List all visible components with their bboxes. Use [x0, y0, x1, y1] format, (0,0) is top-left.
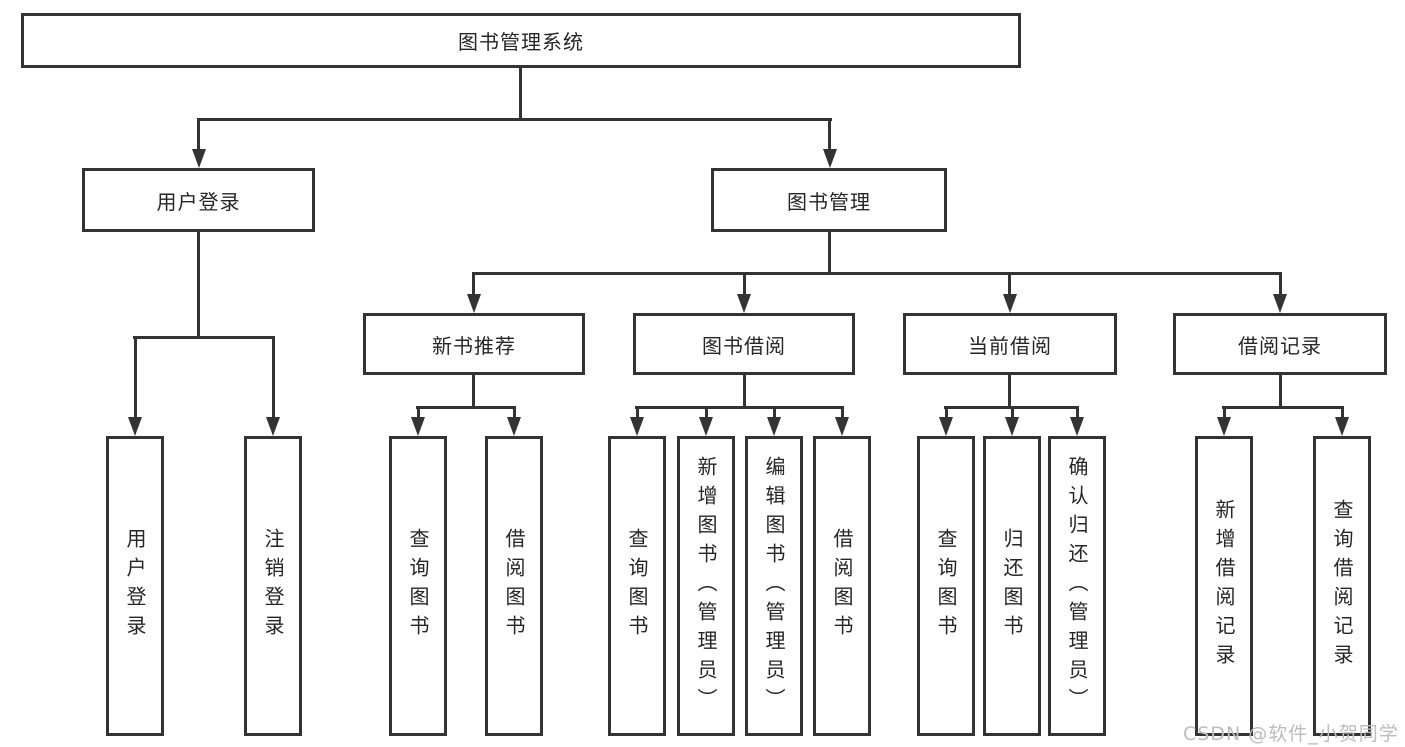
connector-line [417, 406, 420, 420]
leaf-user-login: 用户登录 [106, 436, 164, 736]
connector-line [197, 118, 832, 121]
leaf-label: 新增借阅记录 [1212, 499, 1236, 673]
leaf-query-book-3: 查询图书 [917, 436, 975, 736]
connector-line [1279, 373, 1282, 406]
arrow-down-icon [128, 417, 142, 436]
leaf-label: 注销登录 [261, 528, 285, 644]
connector-line [1008, 373, 1011, 406]
arrow-down-icon [1335, 417, 1349, 436]
arrow-down-icon [1005, 417, 1019, 436]
connector-line [705, 406, 708, 420]
connector-line [841, 406, 844, 420]
leaf-edit-book-admin: 编辑图书（管理员） [745, 436, 803, 736]
leaf-borrow-book-1: 借阅图书 [485, 436, 543, 736]
arrow-down-icon [1070, 417, 1084, 436]
connector-line [743, 272, 746, 297]
connector-line [519, 68, 522, 118]
leaf-label: 查询图书 [406, 528, 430, 644]
leaf-query-book-2: 查询图书 [608, 436, 666, 736]
arrow-down-icon [939, 417, 953, 436]
connector-line [472, 272, 475, 297]
arrow-down-icon [767, 417, 781, 436]
leaf-label: 编辑图书（管理员） [762, 455, 786, 717]
leaf-query-borrow-record: 查询借阅记录 [1313, 436, 1371, 736]
connector-line [416, 406, 516, 409]
connector-line [472, 272, 1282, 275]
leaf-add-book-admin: 新增图书（管理员） [677, 436, 735, 736]
connector-line [472, 373, 475, 406]
arrow-down-icon [467, 294, 481, 313]
connector-line [945, 406, 948, 420]
node-current-borrow: 当前借阅 [903, 313, 1117, 375]
leaf-label: 新增图书（管理员） [694, 455, 718, 717]
leaf-return-book: 归还图书 [983, 436, 1041, 736]
arrow-down-icon [823, 149, 837, 168]
leaf-label: 借阅图书 [502, 528, 526, 644]
leaf-label: 查询图书 [625, 528, 649, 644]
leaf-label: 用户登录 [123, 528, 147, 644]
connector-line [1341, 406, 1344, 420]
arrow-down-icon [411, 417, 425, 436]
arrow-down-icon [1003, 294, 1017, 313]
arrow-down-icon [630, 417, 644, 436]
arrow-down-icon [507, 417, 521, 436]
node-root: 图书管理系统 [21, 13, 1021, 68]
connector-line [743, 373, 746, 406]
leaf-logout: 注销登录 [244, 436, 302, 736]
connector-line [272, 336, 275, 420]
connector-line [1011, 406, 1014, 420]
leaf-label: 归还图书 [1000, 528, 1024, 644]
connector-line [1279, 272, 1282, 297]
connector-line [635, 406, 844, 409]
connector-line [636, 406, 639, 420]
leaf-query-book-1: 查询图书 [389, 436, 447, 736]
arrow-down-icon [835, 417, 849, 436]
leaf-label: 借阅图书 [830, 528, 854, 644]
leaf-confirm-return-admin: 确认归还（管理员） [1048, 436, 1106, 736]
connector-line [197, 118, 200, 152]
connector-line [1076, 406, 1079, 420]
connector-line [1222, 406, 1344, 409]
leaf-label: 查询借阅记录 [1330, 499, 1354, 673]
node-borrow-record: 借阅记录 [1173, 313, 1387, 375]
node-book-management: 图书管理 [711, 168, 947, 232]
connector-line [133, 336, 275, 339]
connector-line [1008, 272, 1011, 297]
leaf-label: 确认归还（管理员） [1065, 455, 1089, 717]
leaf-borrow-book-2: 借阅图书 [813, 436, 871, 736]
arrow-down-icon [1217, 417, 1231, 436]
connector-line [197, 230, 200, 336]
connector-line [828, 118, 831, 152]
connector-line [1223, 406, 1226, 420]
arrow-down-icon [266, 417, 280, 436]
csdn-watermark: CSDN @软件_小贺同学 [1183, 723, 1399, 745]
connector-line [134, 336, 137, 420]
connector-line [773, 406, 776, 420]
node-new-book-recommend: 新书推荐 [363, 313, 585, 375]
arrow-down-icon [1273, 294, 1287, 313]
leaf-label: 查询图书 [934, 528, 958, 644]
node-user-login: 用户登录 [82, 168, 315, 232]
arrow-down-icon [699, 417, 713, 436]
connector-line [828, 230, 831, 275]
node-book-borrow: 图书借阅 [633, 313, 855, 375]
connector-line [513, 406, 516, 420]
arrow-down-icon [192, 149, 206, 168]
arrow-down-icon [737, 294, 751, 313]
leaf-add-borrow-record: 新增借阅记录 [1195, 436, 1253, 736]
